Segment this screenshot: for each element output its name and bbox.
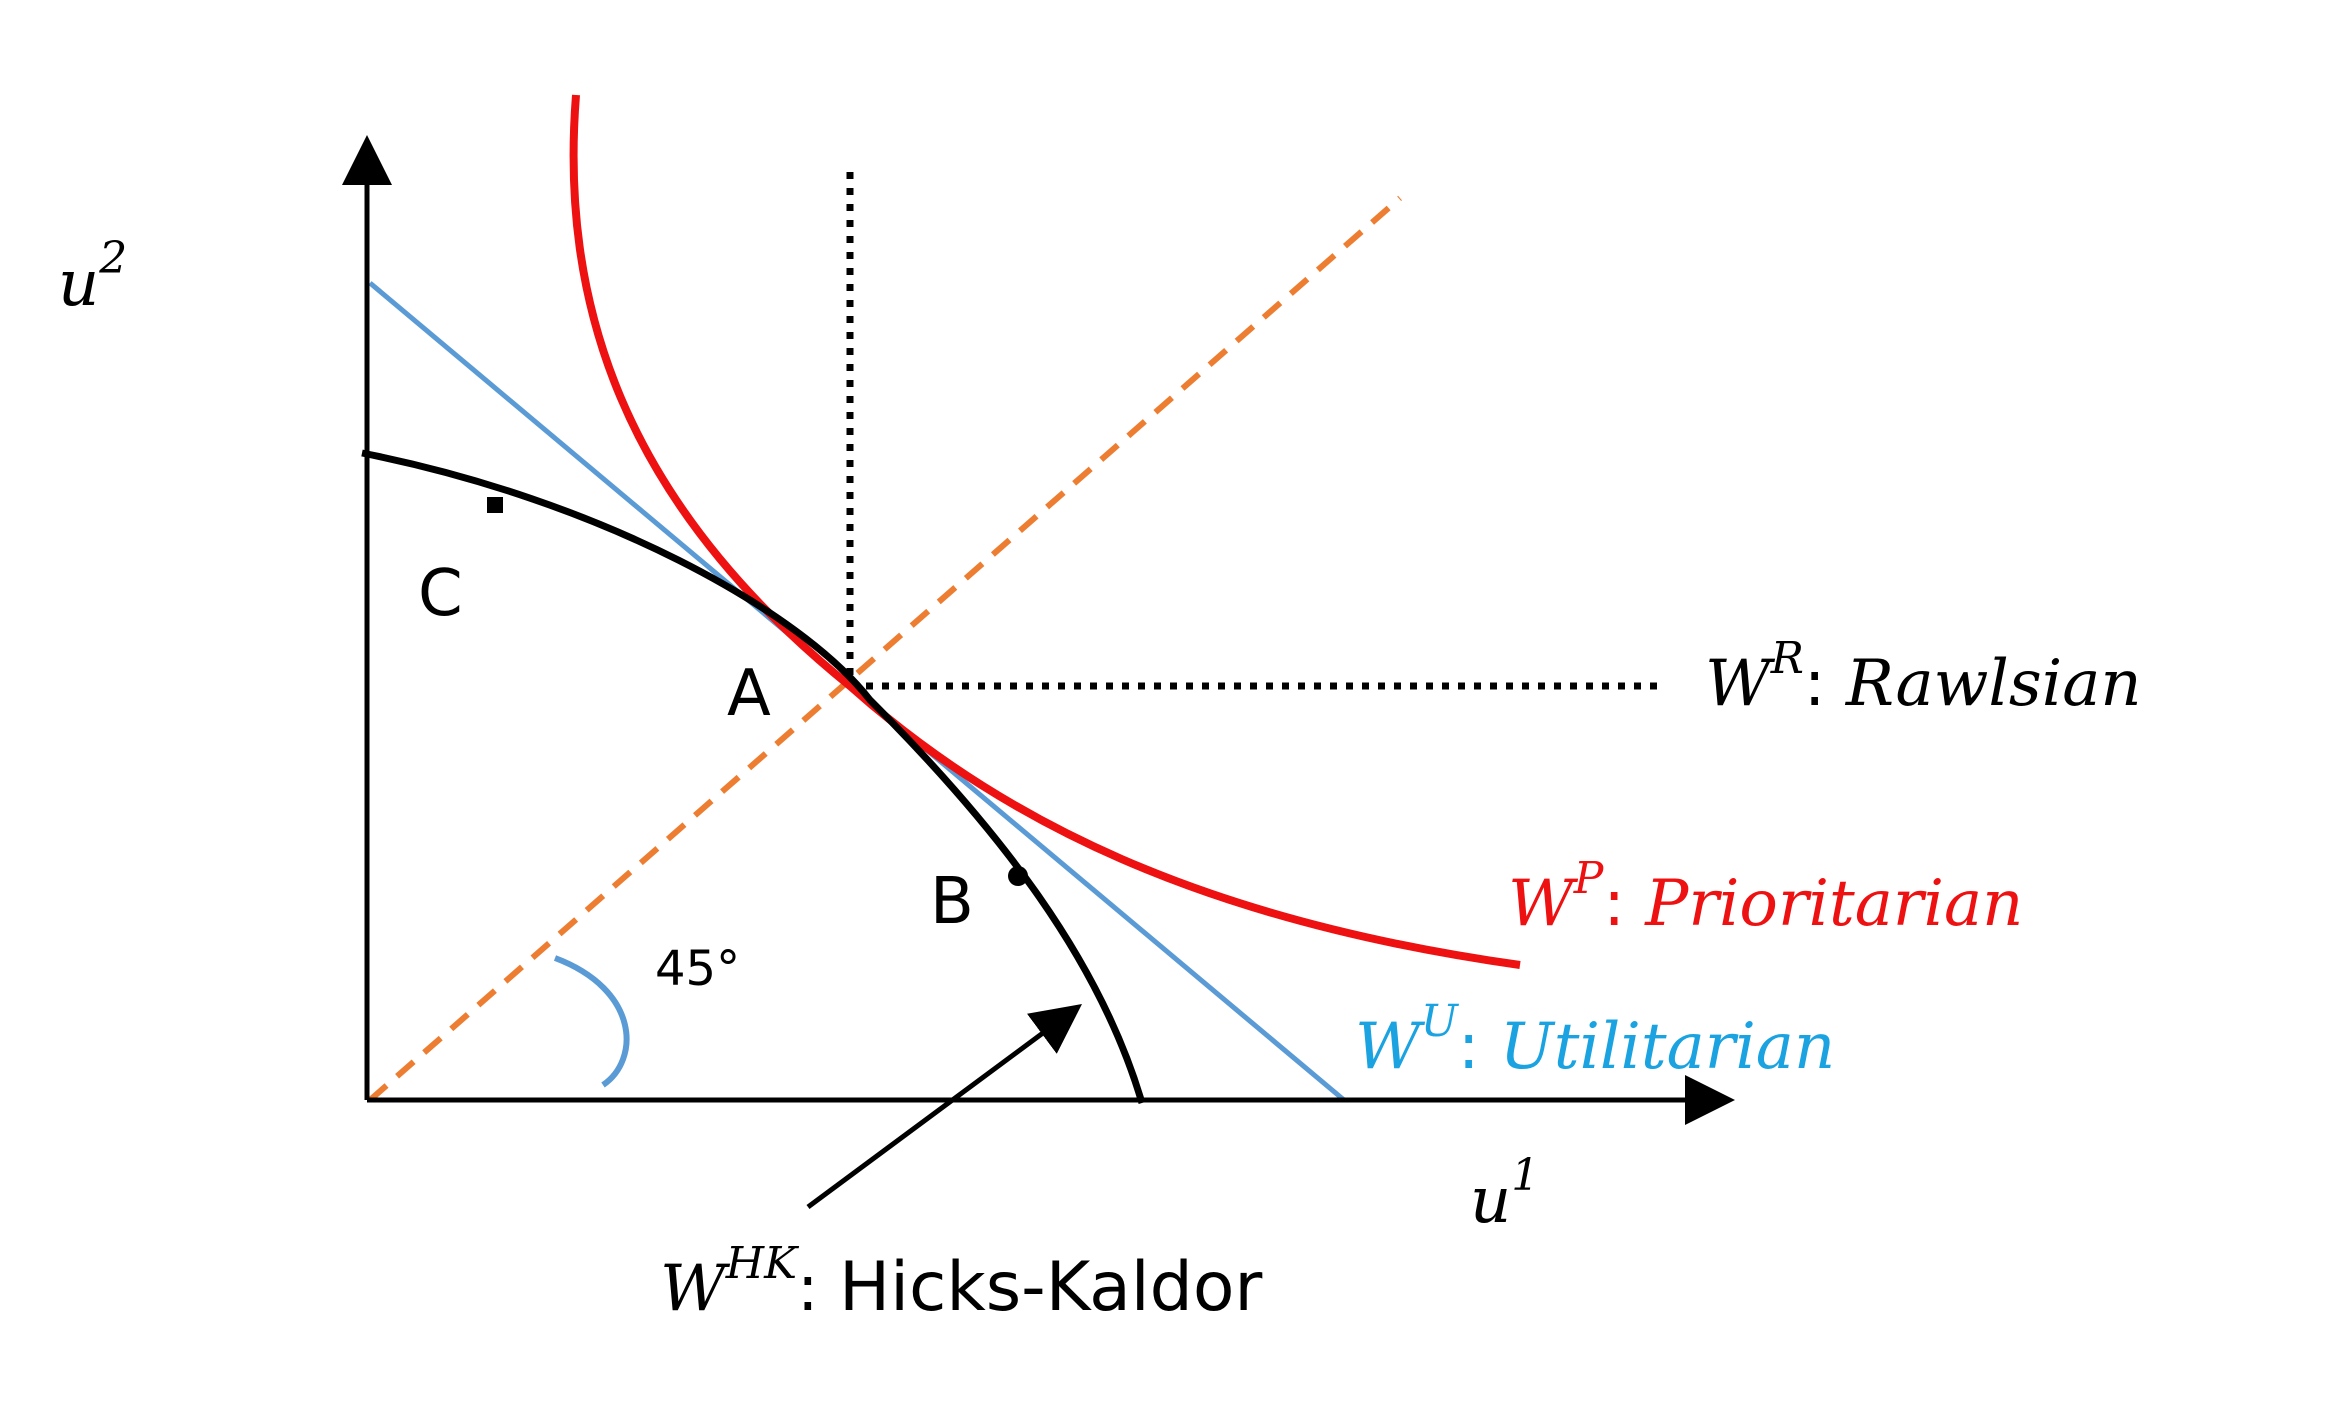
x-axis-label: u1 (1470, 1150, 1539, 1238)
legend-utilitarian: WU: Utilitarian (1355, 996, 1835, 1084)
legend-rawlsian-sep: : (1804, 647, 1846, 721)
legend-utilitarian-sup: U (1421, 996, 1460, 1047)
legend-prioritarian: WP: Prioritarian (1508, 853, 2023, 941)
legend-rawlsian: WR: Rawlsian (1705, 633, 2142, 721)
y-axis-label-sup: 2 (98, 233, 127, 284)
diagonal-45-line (368, 195, 1402, 1103)
point-a-label: A (727, 657, 771, 731)
angle-label: 45° (655, 941, 740, 997)
legend-prioritarian-symbol: W (1508, 867, 1579, 941)
legend-rawlsian-sup: R (1770, 633, 1804, 684)
legend-rawlsian-text: Rawlsian (1845, 647, 2142, 721)
point-b-label: B (930, 865, 974, 939)
hicks-kaldor-arrow (806, 1004, 1083, 1210)
legend-hicks-kaldor-sup: HK (725, 1238, 799, 1289)
legend-prioritarian-sep: : (1603, 867, 1645, 941)
legend-prioritarian-text: Prioritarian (1644, 867, 2023, 941)
legend-hicks-kaldor: WHK: Hicks-Kaldor (660, 1238, 1262, 1327)
legend-prioritarian-sup: P (1573, 853, 1605, 904)
x-axis-label-base: u (1470, 1164, 1511, 1238)
point-c-marker (487, 497, 503, 513)
angle-arc (553, 955, 630, 1088)
y-axis-label-base: u (58, 247, 99, 321)
legend-utilitarian-symbol: W (1355, 1010, 1426, 1084)
point-c-label: C (418, 557, 463, 631)
utility-frontier-curve (361, 449, 1146, 1104)
legend-utilitarian-text: Utilitarian (1500, 1010, 1835, 1084)
legend-utilitarian-sep: : (1458, 1010, 1500, 1084)
point-b-marker (1008, 866, 1028, 886)
legend-hicks-kaldor-sep: : (797, 1252, 839, 1326)
legend-hicks-kaldor-text: Hicks-Kaldor (839, 1248, 1262, 1327)
legend-rawlsian-symbol: W (1705, 647, 1776, 721)
prioritarian-curve (569, 94, 1521, 969)
y-axis-label: u2 (58, 233, 127, 321)
x-axis-label-sup: 1 (1511, 1150, 1539, 1201)
legend-hicks-kaldor-symbol: W (660, 1252, 731, 1326)
